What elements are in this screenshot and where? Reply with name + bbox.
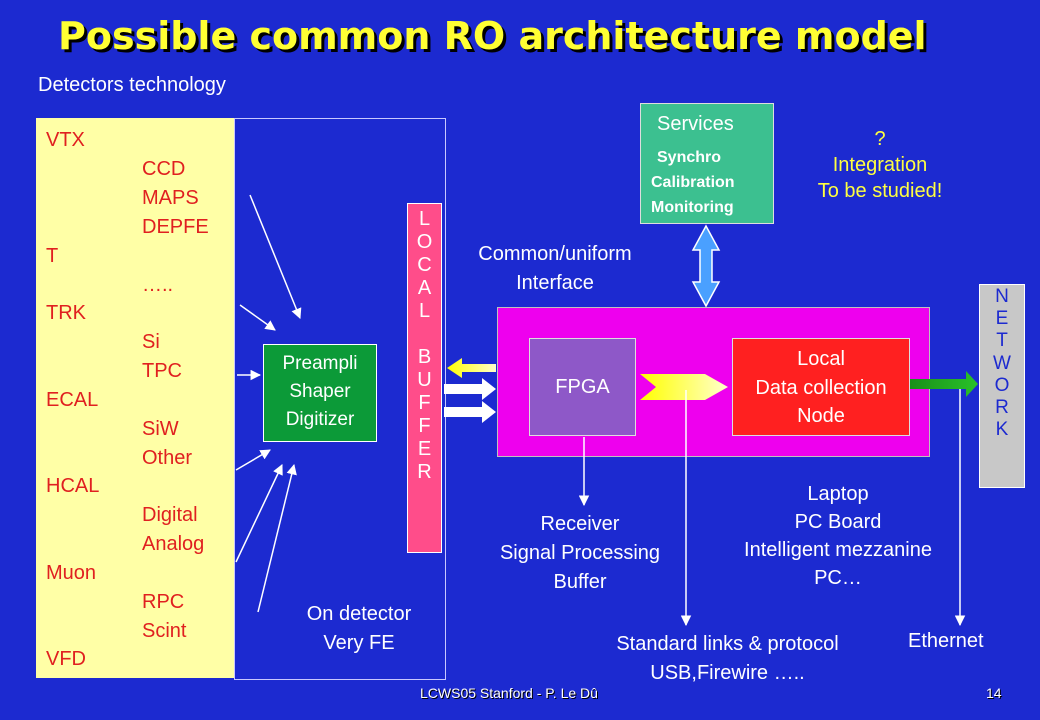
- services-title: Services: [657, 113, 734, 135]
- arrow-fpga-to-node: [640, 374, 728, 400]
- arrow-to-buffer: [447, 358, 496, 378]
- detector-hcal: HCAL: [46, 475, 100, 497]
- arrow-node-to-network: [910, 371, 978, 397]
- ethernet-label: Ethernet: [908, 630, 984, 652]
- integration-note: ? Integration To be studied!: [817, 128, 943, 202]
- tech-depfe: DEPFE: [142, 216, 209, 238]
- page-number: 14: [986, 685, 1002, 701]
- arrow-hcal-a: [235, 449, 271, 471]
- detector-trk: TRK: [46, 302, 86, 324]
- on-detector-label: On detector Very FE: [306, 603, 412, 654]
- tech-ellipsis: …..: [142, 274, 174, 296]
- arrow-buffer-out-1: [444, 378, 496, 400]
- tech-other: Other: [142, 447, 193, 469]
- services-items: Synchro Calibration Monitoring: [651, 149, 735, 216]
- tech-maps: MAPS: [142, 187, 199, 209]
- detector-vtx: VTX: [46, 129, 85, 151]
- detector-t: T: [46, 245, 59, 267]
- arrow-vtx: [249, 194, 302, 319]
- arrow-muon: [257, 463, 297, 613]
- tech-ccd: CCD: [142, 158, 186, 180]
- footer-text: LCWS05 Stanford - P. Le Dû: [420, 685, 598, 701]
- receiver-label: Receiver Signal Processing Buffer: [499, 513, 661, 593]
- arrow-trk: [239, 304, 276, 331]
- local-data-collection-node: Local Data collection Node: [732, 338, 910, 436]
- tech-siw: SiW: [142, 418, 179, 440]
- tech-tpc: TPC: [142, 360, 182, 382]
- common-interface-label: Common/uniform Interface: [478, 243, 632, 294]
- slide-title: Possible common RO architecture model: [58, 14, 927, 58]
- detectors-panel: VTX CCD MAPS DEPFE T ….. TRK Si TPC ECAL…: [36, 118, 236, 678]
- tech-scint: Scint: [142, 620, 187, 642]
- detector-muon: Muon: [46, 562, 97, 584]
- services-box: Services Synchro Calibration Monitoring: [640, 103, 774, 224]
- standard-links-label: Standard links & protocol USB,Firewire ……: [616, 633, 839, 684]
- local-buffer: L O C A L B U F F E R: [407, 203, 442, 553]
- tech-rpc: RPC: [142, 591, 185, 613]
- subtitle: Detectors technology: [38, 74, 226, 96]
- detector-ecal: ECAL: [46, 389, 99, 411]
- tech-digital: Digital: [142, 504, 198, 526]
- network-box: N E T W O R K: [979, 284, 1025, 488]
- detector-vfd: VFD: [46, 648, 86, 670]
- tech-analog: Analog: [142, 533, 205, 555]
- laptop-label: Laptop PC Board Intelligent mezzanine PC…: [744, 483, 932, 589]
- arrow-hcal-b: [235, 464, 283, 563]
- fpga-box: FPGA: [529, 338, 636, 436]
- tech-si: Si: [142, 331, 160, 353]
- preampli-box: Preampli Shaper Digitizer: [263, 344, 377, 442]
- services-double-arrow: [691, 224, 721, 308]
- arrow-buffer-out-2: [444, 401, 496, 423]
